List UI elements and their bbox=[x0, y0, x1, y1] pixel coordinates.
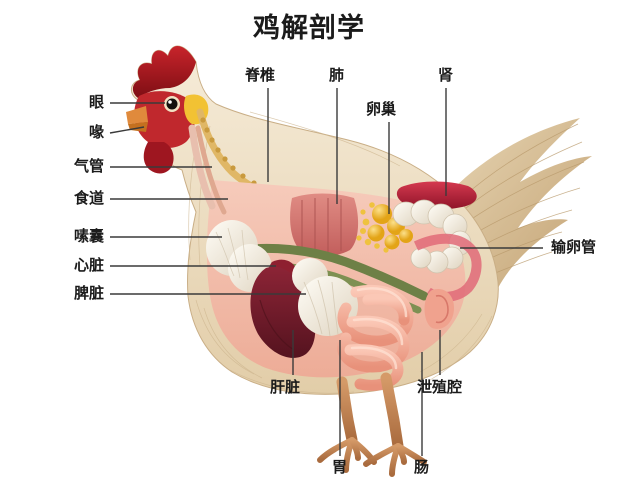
cloaca bbox=[424, 288, 454, 329]
leader-beak bbox=[109, 126, 145, 134]
head bbox=[126, 45, 209, 174]
label-ovary[interactable]: 卵巢 bbox=[366, 100, 397, 118]
label-gizzard[interactable]: 胃 bbox=[332, 458, 348, 476]
label-lung[interactable]: 肺 bbox=[329, 66, 345, 84]
page-title: 鸡解剖学 bbox=[253, 13, 365, 44]
intestine-highlights bbox=[350, 287, 408, 370]
label-oviduct[interactable]: 输卵管 bbox=[551, 238, 597, 256]
label-crop[interactable]: 嗉囊 bbox=[73, 227, 104, 245]
wattle bbox=[143, 142, 174, 174]
label-esophagus[interactable]: 食道 bbox=[73, 189, 104, 207]
label-eye[interactable]: 眼 bbox=[88, 93, 104, 111]
beak-upper bbox=[126, 106, 148, 124]
label-trachea[interactable]: 气管 bbox=[73, 157, 104, 175]
label-intestine[interactable]: 肠 bbox=[414, 458, 430, 476]
ovary bbox=[356, 202, 413, 253]
label-heart[interactable]: 心脏 bbox=[73, 256, 104, 274]
oviduct bbox=[392, 199, 472, 274]
eye bbox=[166, 98, 178, 110]
label-spine[interactable]: 脊椎 bbox=[245, 66, 276, 84]
label-kidney[interactable]: 肾 bbox=[438, 66, 454, 84]
lungs bbox=[290, 193, 359, 256]
legs bbox=[317, 372, 427, 477]
label-liver[interactable]: 肝脏 bbox=[270, 378, 301, 396]
label-cloaca[interactable]: 泄殖腔 bbox=[417, 378, 463, 396]
comb bbox=[132, 45, 196, 98]
leader-lines bbox=[109, 88, 543, 456]
intestines bbox=[337, 285, 414, 391]
label-spleen[interactable]: 脾脏 bbox=[73, 284, 104, 302]
label-beak[interactable]: 喙 bbox=[88, 123, 104, 141]
